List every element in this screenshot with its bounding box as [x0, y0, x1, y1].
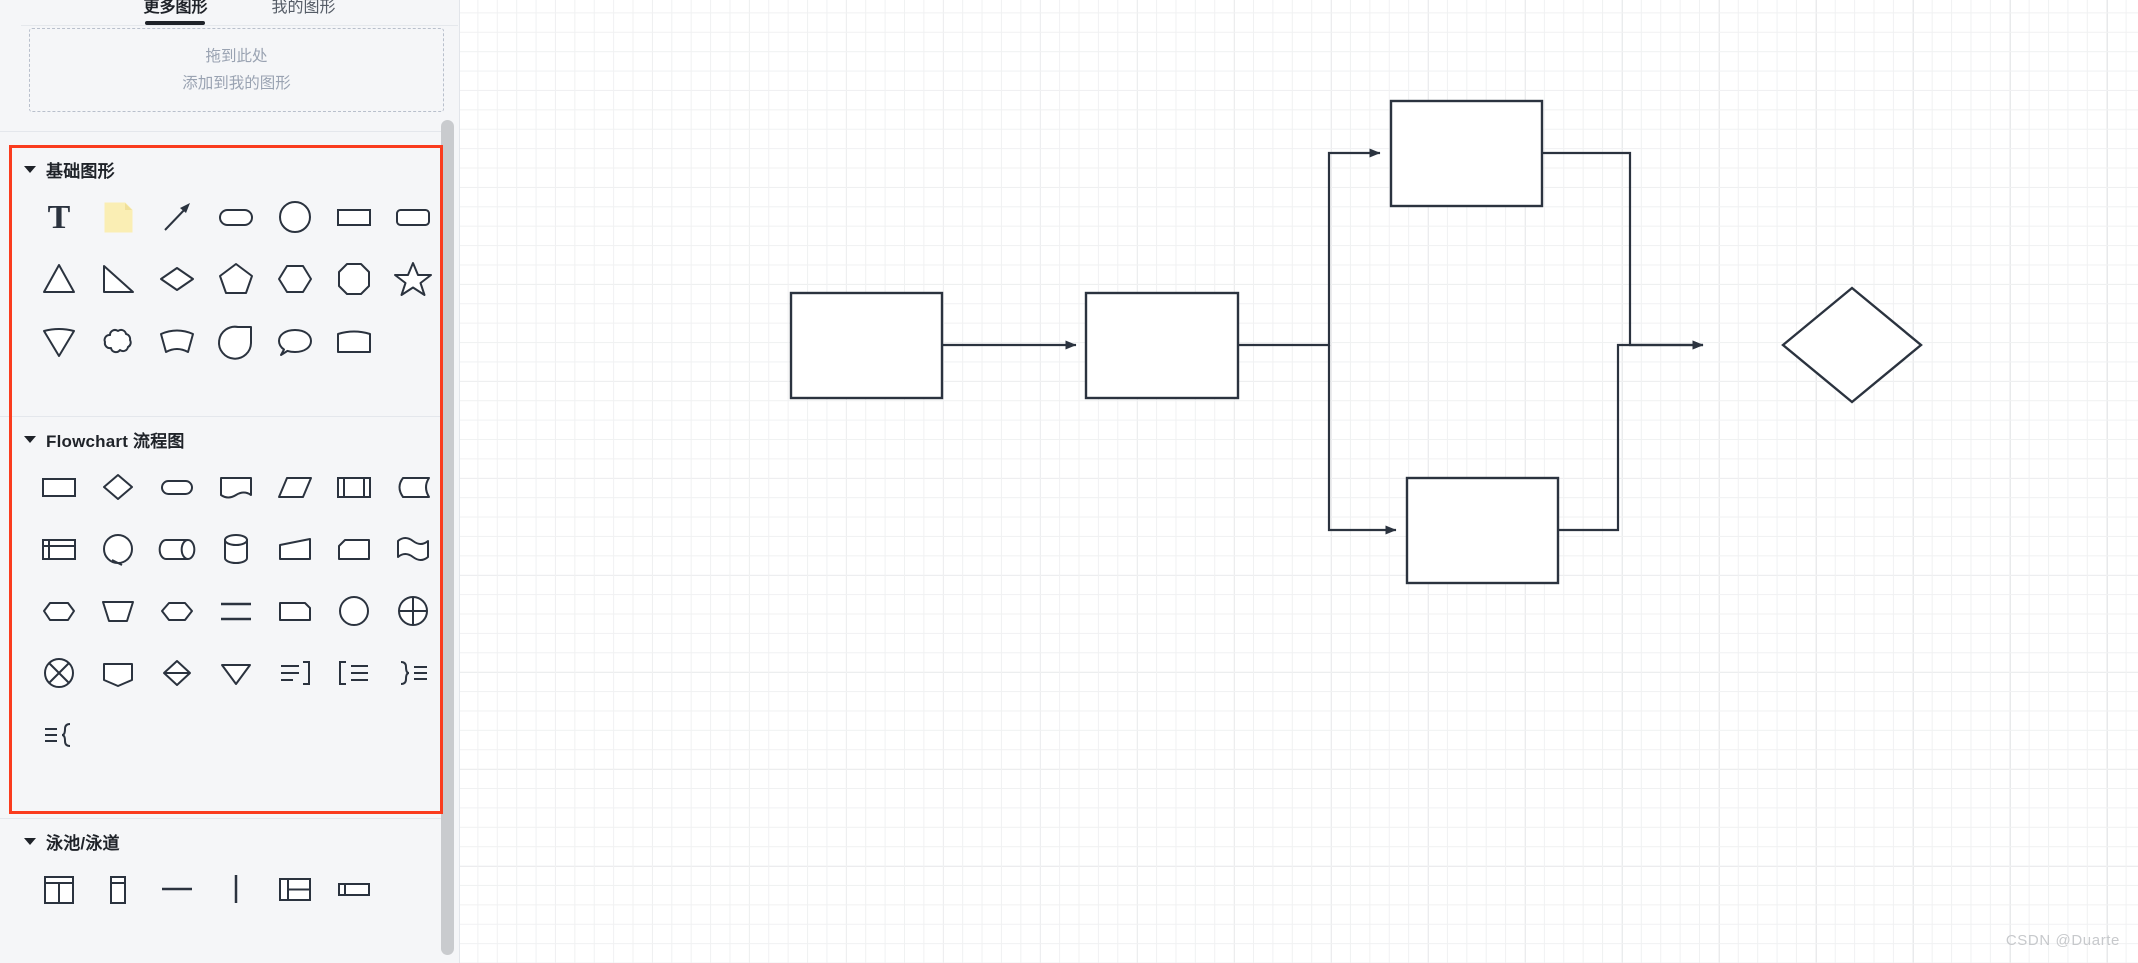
flow-preparation-shape[interactable]: [30, 580, 87, 642]
section-flowchart-title: Flowchart 流程图: [46, 431, 185, 451]
arc-shape[interactable]: [148, 310, 205, 372]
edge-branch-top-to-decision: [1542, 151, 1704, 350]
flow-card-shape[interactable]: [325, 518, 382, 580]
speech-bubble-shape[interactable]: [266, 310, 323, 372]
flow-direct-data-shape[interactable]: [148, 518, 205, 580]
lane-divider-v-shape[interactable]: [207, 858, 264, 920]
basic-shapes-grid: T: [0, 186, 443, 372]
edge-branch-bot-to-decision: [1558, 340, 1704, 532]
hexagon-shape[interactable]: [266, 248, 323, 310]
flow-or-circle-shape[interactable]: [325, 580, 382, 642]
chevron-down-icon: [24, 435, 36, 443]
curved-top-rect-shape[interactable]: [325, 310, 382, 372]
flow-list-right-shape[interactable]: [266, 642, 323, 704]
diamond-shape[interactable]: [148, 248, 205, 310]
flow-list-left-shape[interactable]: [325, 642, 382, 704]
flow-predefined-shape[interactable]: [325, 456, 382, 518]
flow-document-shape[interactable]: [207, 456, 264, 518]
flow-internal-storage-shape[interactable]: [30, 518, 87, 580]
pool-lane-shapes-grid: [0, 858, 443, 920]
flow-merge-split-shape[interactable]: [148, 642, 205, 704]
sidebar-divider-top: [0, 131, 443, 132]
flow-offpage-shape[interactable]: [266, 580, 323, 642]
sidebar-tabs: 更多图形 我的图形: [21, 0, 458, 26]
section-flowchart: Flowchart 流程图: [0, 422, 443, 766]
flow-hexagon-shape[interactable]: [148, 580, 205, 642]
star-shape[interactable]: [384, 248, 441, 310]
lane-header-shape[interactable]: [325, 858, 382, 920]
node-branch-bottom: [1405, 476, 1560, 585]
section-flowchart-header[interactable]: Flowchart 流程图: [0, 422, 443, 456]
flow-process-shape[interactable]: [30, 456, 87, 518]
flow-data-shape[interactable]: [266, 456, 323, 518]
flow-database-shape[interactable]: [207, 518, 264, 580]
node-branch-top: [1389, 99, 1544, 208]
flow-decision-shape[interactable]: [89, 456, 146, 518]
flow-manual-input-shape[interactable]: [266, 518, 323, 580]
tab-more-shapes-label: 更多图形: [143, 0, 208, 16]
flow-connector-shape[interactable]: [89, 518, 146, 580]
pool-horizontal-shape[interactable]: [89, 858, 146, 920]
text-shape[interactable]: T: [30, 186, 87, 248]
svg-text:T: T: [47, 199, 70, 236]
section-pool-lane-title: 泳池/泳道: [46, 833, 120, 853]
rectangle-shape[interactable]: [325, 186, 382, 248]
section-pool-lane: 泳池/泳道: [0, 824, 443, 920]
flow-summing-junction-shape[interactable]: [384, 580, 441, 642]
rounded-rect-2-shape[interactable]: [384, 186, 441, 248]
cone-shape[interactable]: [30, 310, 87, 372]
flowchart-diagram: [789, 99, 1923, 585]
flow-terminator-shape[interactable]: [148, 456, 205, 518]
node-start: [789, 291, 944, 400]
section-basic-shapes-title: 基础图形: [46, 161, 115, 181]
dropzone-line-1: 拖到此处: [205, 47, 268, 65]
quarter-round-shape[interactable]: [207, 310, 264, 372]
csdn-watermark: CSDN @Duarte: [2005, 932, 2120, 949]
chevron-down-icon: [24, 837, 36, 845]
rounded-rect-shape[interactable]: [207, 186, 264, 248]
flow-brace-right-shape[interactable]: [384, 642, 441, 704]
flowchart-shapes-grid: [0, 456, 443, 766]
node-decision: [1781, 286, 1923, 404]
triangle-shape[interactable]: [30, 248, 87, 310]
right-triangle-shape[interactable]: [89, 248, 146, 310]
flow-manual-operation-shape[interactable]: [89, 580, 146, 642]
node-second: [1084, 291, 1240, 400]
flow-cross-circle-shape[interactable]: [30, 642, 87, 704]
flow-multi-document-shape[interactable]: [384, 518, 441, 580]
flow-stored-data-shape[interactable]: [384, 456, 441, 518]
sidebar-divider-bottom: [0, 818, 443, 819]
pool-with-lanes-shape[interactable]: [266, 858, 323, 920]
edge-second-to-branch-bot: [1327, 345, 1397, 535]
cloud-shape[interactable]: [89, 310, 146, 372]
edge-second-to-branch-top: [1238, 148, 1381, 347]
tab-my-shapes-label: 我的图形: [271, 0, 336, 16]
chevron-down-icon: [24, 165, 36, 173]
tab-my-shapes[interactable]: 我的图形: [272, 0, 336, 25]
section-basic-shapes-header[interactable]: 基础图形: [0, 152, 443, 186]
flow-collate-shape[interactable]: [207, 580, 264, 642]
lane-divider-h-shape[interactable]: [148, 858, 205, 920]
pool-vertical-shape[interactable]: [30, 858, 87, 920]
flow-extract-shape[interactable]: [207, 642, 264, 704]
section-pool-lane-header[interactable]: 泳池/泳道: [0, 824, 443, 858]
dropzone-line-2: 添加到我的图形: [182, 75, 291, 92]
tab-more-shapes[interactable]: 更多图形: [143, 0, 207, 25]
sidebar-scrollbar-thumb[interactable]: [441, 120, 454, 955]
octagon-shape[interactable]: [325, 248, 382, 310]
flow-tape-shape[interactable]: [89, 642, 146, 704]
section-basic-shapes: 基础图形 T: [0, 152, 443, 372]
arrow-line-shape[interactable]: [148, 186, 205, 248]
pentagon-shape[interactable]: [207, 248, 264, 310]
my-shapes-dropzone[interactable]: 拖到此处 添加到我的图形: [29, 28, 444, 112]
sidebar-divider-mid: [0, 416, 443, 417]
flow-brace-left-shape[interactable]: [30, 704, 87, 766]
shape-library-sidebar: 更多图形 我的图形 拖到此处 添加到我的图形 基础图形 T: [0, 0, 460, 963]
circle-shape[interactable]: [266, 186, 323, 248]
sidebar-scrollbar-track[interactable]: [441, 0, 457, 963]
diagram-canvas[interactable]: CSDN @Duarte: [460, 0, 2138, 963]
sticky-note-shape[interactable]: [89, 186, 146, 248]
